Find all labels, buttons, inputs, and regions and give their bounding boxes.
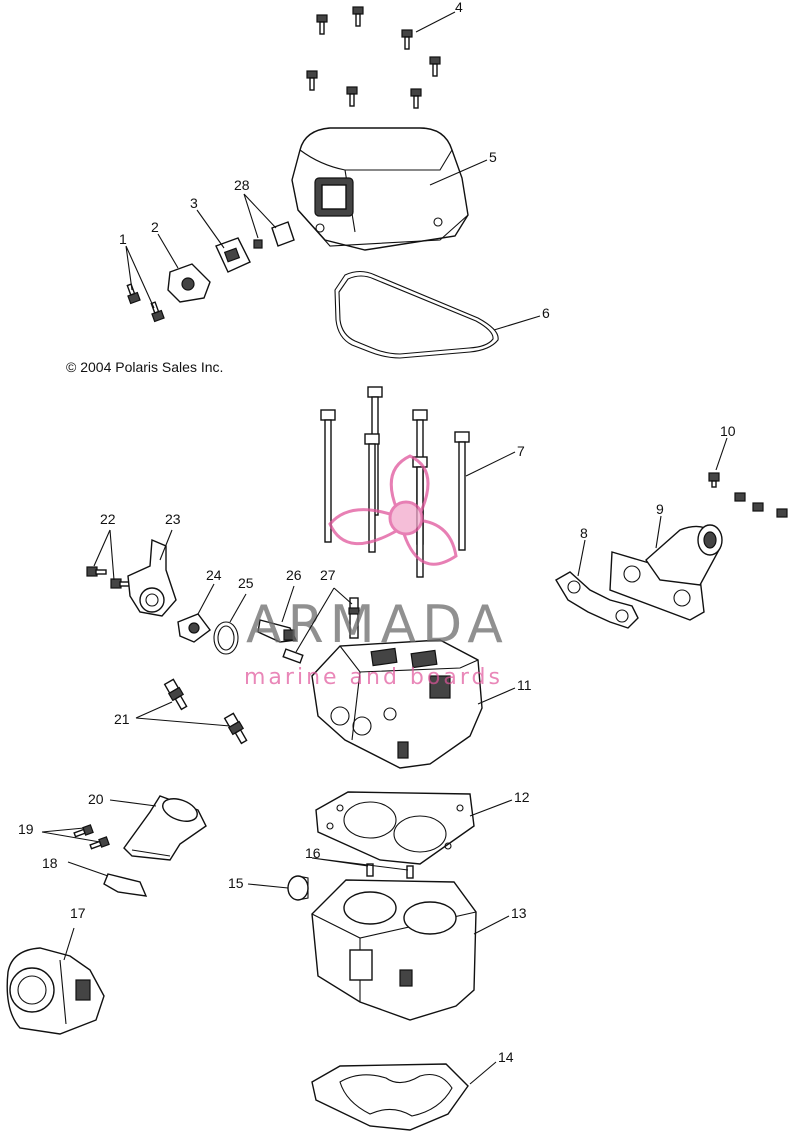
leader-lines [41, 11, 728, 1085]
callout-16: 16 [305, 845, 321, 861]
callout-22: 22 [100, 511, 116, 527]
callout-labels: 1 2 3 4 5 6 7 8 9 10 11 12 13 14 15 16 1… [18, 0, 736, 1065]
plug-15 [287, 875, 309, 901]
callout-17: 17 [70, 905, 86, 921]
head-gasket-12 [315, 791, 475, 865]
callout-25: 25 [238, 575, 254, 591]
callout-27: 27 [320, 567, 336, 583]
callout-11: 11 [517, 677, 532, 693]
callout-12: 12 [514, 789, 530, 805]
watermark-brand: ARMADA [246, 595, 509, 655]
armada-watermark: ARMADA marine and boards [244, 454, 509, 690]
callout-28: 28 [234, 177, 250, 193]
intake-parts [6, 795, 207, 1035]
callout-15: 15 [228, 875, 244, 891]
base-gasket-14 [311, 1063, 469, 1131]
callout-5: 5 [489, 149, 497, 165]
cover-gasket-6 [334, 270, 499, 359]
callout-21: 21 [114, 711, 130, 727]
callout-6: 6 [542, 305, 550, 321]
callout-7: 7 [517, 443, 525, 459]
exhaust-parts [555, 472, 788, 629]
thermostat-parts [86, 538, 360, 664]
callout-1: 1 [119, 231, 127, 247]
cylinder-block-13 [311, 879, 477, 1021]
watermark-tagline: marine and boards [244, 665, 503, 690]
head-bolts-7 [320, 386, 470, 578]
callout-24: 24 [206, 567, 222, 583]
callout-23: 23 [165, 511, 181, 527]
callout-20: 20 [88, 791, 104, 807]
dowels-16 [366, 863, 414, 879]
copyright-text: © 2004 Polaris Sales Inc. [66, 359, 223, 375]
callout-3: 3 [190, 195, 198, 211]
callout-14: 14 [498, 1049, 514, 1065]
cylinder-head-11 [311, 639, 483, 769]
bolt-group-4 [306, 6, 441, 109]
spark-plugs-21 [163, 678, 248, 745]
small-parts-group [126, 221, 295, 323]
callout-13: 13 [511, 905, 527, 921]
callout-9: 9 [656, 501, 664, 517]
callout-26: 26 [286, 567, 302, 583]
callout-2: 2 [151, 219, 159, 235]
callout-10: 10 [720, 423, 736, 439]
propeller-logo [328, 454, 458, 566]
callout-4: 4 [455, 0, 463, 15]
callout-19: 19 [18, 821, 34, 837]
valve-cover-5 [291, 127, 469, 251]
callout-8: 8 [580, 525, 588, 541]
callout-18: 18 [42, 855, 58, 871]
